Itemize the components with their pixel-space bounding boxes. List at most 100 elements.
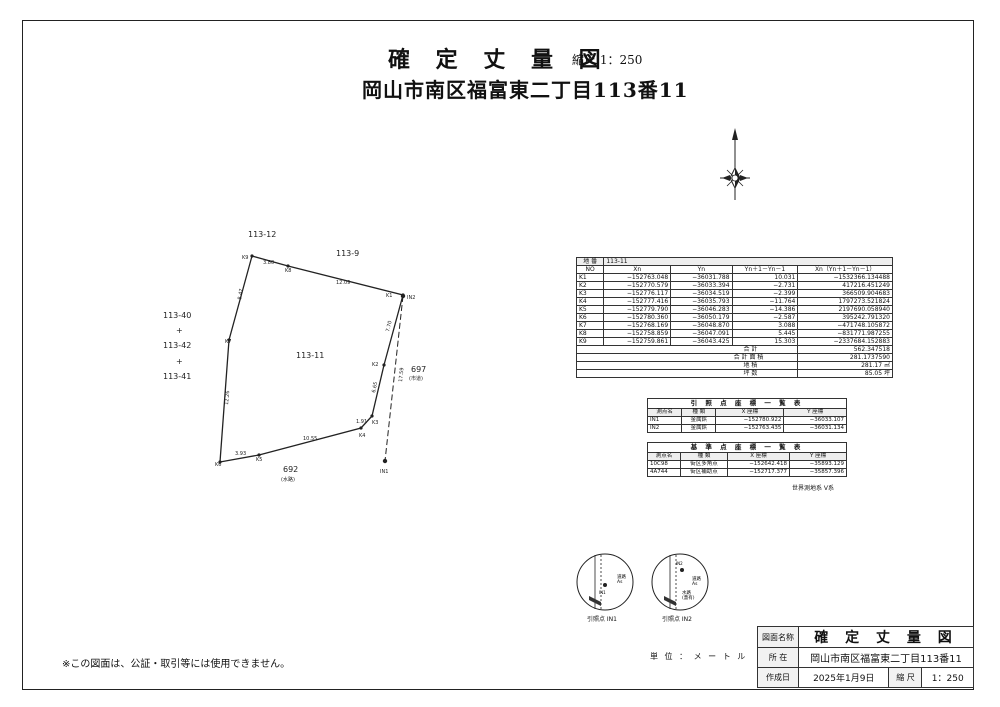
boundary-points <box>218 254 406 464</box>
total-value: 562.347518 <box>797 345 893 354</box>
point-k9 <box>250 254 254 258</box>
neighbor-113-41: 113-41 <box>163 372 191 381</box>
page-title: 確 定 丈 量 図 <box>388 47 610 73</box>
date-value: 2025年1月9日 <box>797 667 890 688</box>
address-title: 岡山市南区福富東二丁目113番11 <box>362 78 689 102</box>
tsubo-label: 坪 数 <box>575 369 799 378</box>
parcel-boundary <box>219 255 404 463</box>
drawing-name: 確 定 丈 量 図 <box>798 626 974 648</box>
drawing-name-label: 図面名称 <box>757 626 799 648</box>
neighbor-692-sub: (水路) <box>281 476 295 483</box>
north-arrow-icon <box>720 128 750 200</box>
scale-label: 縮尺 1：250 <box>572 53 643 67</box>
usage-note: ※この図面は、公証・取引等には使用できません。 <box>62 659 291 670</box>
drawing-frame <box>22 20 974 690</box>
sketch-in1-caption: 引照点 IN1 <box>587 616 617 623</box>
label-k9: K9 <box>242 255 248 261</box>
sketch-in2-caption: 引照点 IN2 <box>662 616 692 623</box>
area-total-label: 合 計 面 積 <box>575 353 799 362</box>
dist-k7-k6: 12.26 <box>224 390 231 405</box>
label-in1: IN1 <box>380 469 388 475</box>
ref-col-y: Y 座標 <box>783 408 847 417</box>
label-k1: K1 <box>386 293 392 299</box>
label-k6: K6 <box>215 462 221 468</box>
neighbor-plus-2: + <box>176 357 183 366</box>
dist-k9-k8: 3.80 <box>263 260 274 266</box>
point-k8 <box>286 264 290 268</box>
sketch-in2-mark: IN2 <box>676 561 683 566</box>
total-label: 合 計 <box>575 345 799 354</box>
ref-col-x: X 座標 <box>715 408 785 417</box>
dist-k5-k4: 10.55 <box>303 436 317 442</box>
scale-block-label: 縮 尺 <box>888 667 923 688</box>
survey-plan: K9 K8 K1 K2 K3 K4 K5 K6 K7 IN2 IN1 3.80 … <box>163 230 426 483</box>
sketch-in2-note2: 水路(蓋有) <box>682 589 695 601</box>
label-k7: K7 <box>225 339 231 345</box>
dist-k9-k7: 8.47 <box>237 288 245 300</box>
lot-number-value: 113-11 <box>603 257 893 266</box>
lot-number-label: 地 番 <box>575 257 605 266</box>
label-in2: IN2 <box>407 295 415 301</box>
point-k2 <box>382 363 386 367</box>
neighbor-697: 697 <box>411 365 426 374</box>
point-k7 <box>227 338 231 342</box>
bm-col-name: 測点名 <box>646 452 682 461</box>
dist-k4-k3: 1.91 <box>356 419 367 425</box>
dist-k8-k1: 12.09 <box>336 280 350 286</box>
location-label: 所 在 <box>757 647 799 668</box>
neighbor-113-12: 113-12 <box>248 230 276 239</box>
tsubo-unit: 坪 <box>883 370 890 377</box>
neighbor-plus-1: + <box>176 326 183 335</box>
area-total-value: 281.1737590 <box>797 353 893 362</box>
sketch-in1-mark: IN1 <box>599 590 606 595</box>
scale-block-value: 1：250 <box>921 667 974 688</box>
neighbor-113-9: 113-9 <box>336 249 359 258</box>
parcel-label: 113-11 <box>296 351 324 360</box>
bm-col-x: X 座標 <box>727 452 791 461</box>
tsubo-value: 85.05 <box>864 370 883 377</box>
col-xn: Xn <box>603 265 672 274</box>
neighbor-113-40: 113-40 <box>163 311 191 320</box>
ref-col-type: 種 類 <box>681 408 717 417</box>
neighbor-697-sub: (市道) <box>409 375 423 382</box>
area-unit: ㎡ <box>883 362 890 369</box>
point-k6 <box>218 460 222 464</box>
location-value: 岡山市南区福富東二丁目113番11 <box>798 647 974 668</box>
dist-in1-in2: 17.59 <box>398 367 405 382</box>
area-value: 281.17 <box>861 362 883 369</box>
col-ydiff: Yn＋1－Yn－1 <box>731 265 799 274</box>
dist-k6-k5: 3.93 <box>235 451 246 457</box>
area-value-cell: 281.17 ㎡ <box>797 361 893 370</box>
col-yn: Yn <box>670 265 733 274</box>
area-label: 地 積 <box>575 361 799 370</box>
label-k3: K3 <box>372 420 378 426</box>
unit-label: 単 位 ： メ ー ト ル <box>650 652 748 661</box>
point-k5 <box>257 453 261 457</box>
title-block: 図面名称 確 定 丈 量 図 所 在 岡山市南区福富東二丁目113番11 作成日… <box>757 626 974 688</box>
label-k8: K8 <box>285 268 291 274</box>
col-product: Xn（Yn＋1－Yn－1） <box>797 265 893 274</box>
neighbor-113-42: 113-42 <box>163 341 191 350</box>
bm-col-type: 種 類 <box>680 452 729 461</box>
dist-k2-k1: 7.70 <box>385 320 394 332</box>
label-k2: K2 <box>372 362 378 368</box>
neighbor-692: 692 <box>283 465 298 474</box>
label-k5: K5 <box>256 457 262 463</box>
